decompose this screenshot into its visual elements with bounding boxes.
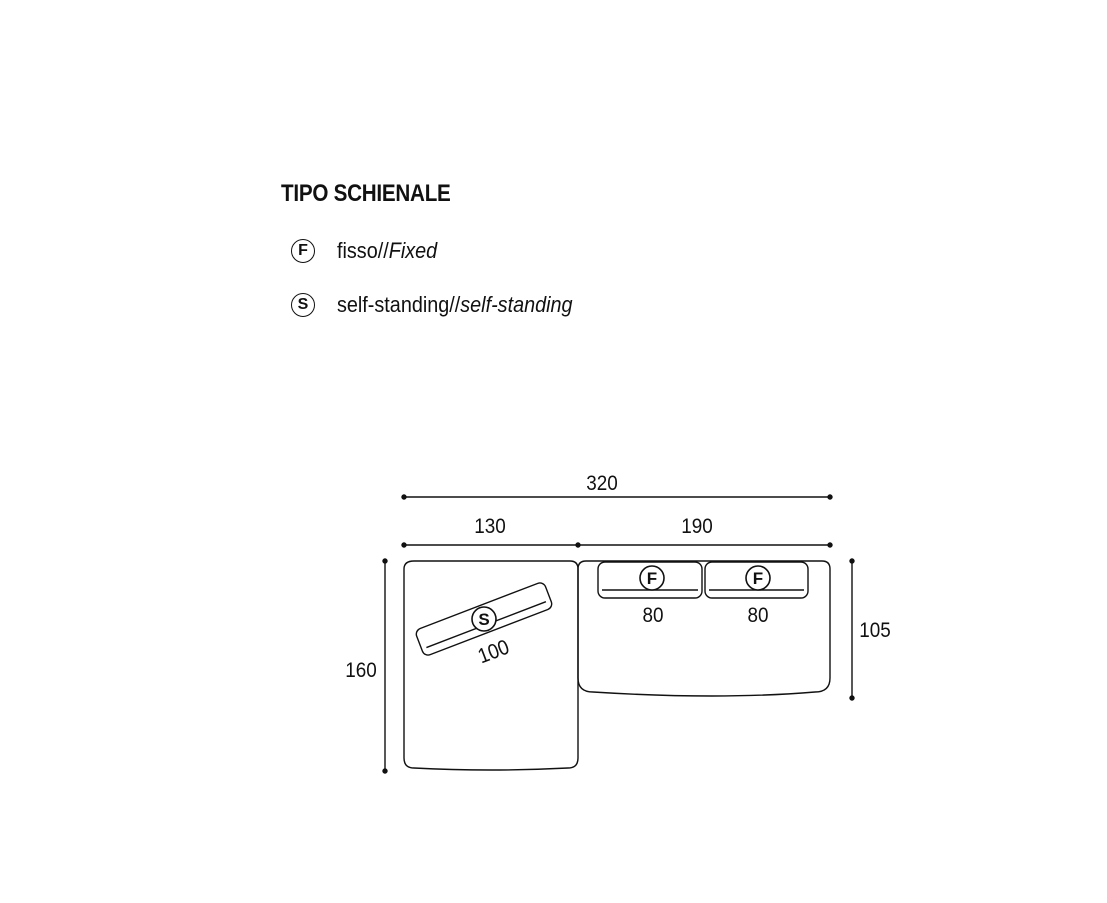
dimension-line-right-width (578, 542, 833, 548)
legend-label-en: Fixed (388, 238, 438, 263)
fixed-backrest-1-symbol: F (647, 569, 657, 588)
backrest-length-fixed-1: 80 (642, 604, 663, 627)
dimension-line-right-depth (849, 558, 855, 701)
fixed-symbol-icon: F (291, 239, 315, 263)
dimension-label-total: 320 (586, 472, 618, 495)
self-standing-backrest-symbol: S (478, 610, 489, 629)
dimension-line-total (401, 494, 833, 500)
legend-item-fixed: F fisso//Fixed (291, 236, 448, 266)
dimension-label-right-width: 190 (681, 515, 713, 538)
right-sofa-module (577, 560, 831, 697)
dimension-label-right-depth: 105 (859, 619, 891, 642)
fixed-backrest-2-symbol-circle (745, 565, 771, 591)
self-standing-symbol-icon: S (291, 293, 315, 317)
fixed-backrest-2-symbol: F (753, 569, 763, 588)
legend-label-it: self-standing// (337, 292, 461, 317)
section-title: TIPO SCHIENALE (281, 180, 451, 207)
legend-label-en: self-standing (460, 292, 573, 317)
self-standing-backrest-symbol-circle (471, 606, 497, 632)
legend-label-self-standing: self-standing//self-standing (337, 292, 573, 318)
dimension-label-left-width: 130 (474, 515, 506, 538)
legend-label-it: fisso// (337, 238, 389, 263)
legend-label-fixed: fisso//Fixed (337, 238, 437, 264)
dimension-label-left-depth: 160 (345, 659, 377, 682)
dimension-line-left-depth (382, 558, 388, 774)
legend-item-self-standing: S self-standing//self-standing (291, 290, 599, 320)
dimension-line-left-width (401, 542, 581, 548)
backrest-length-self-standing: 100 (475, 636, 513, 669)
fixed-backrest-1-symbol-circle (639, 565, 665, 591)
backrest-length-fixed-2: 80 (747, 604, 768, 627)
